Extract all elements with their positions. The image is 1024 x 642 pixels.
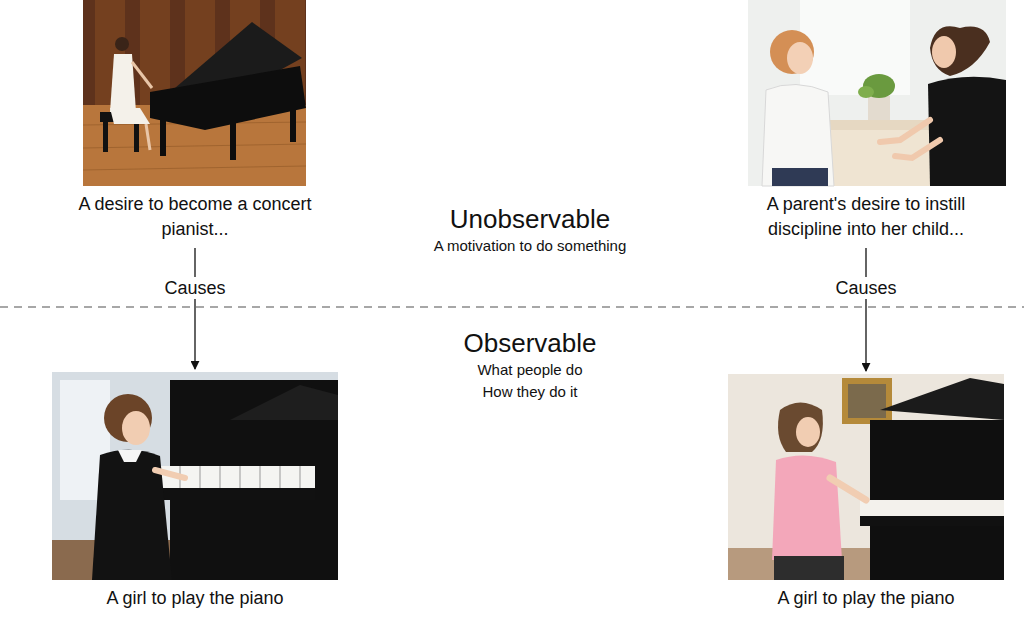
photo-caption: A girl to play the piano: [52, 586, 338, 611]
section-note: How they do it: [482, 382, 577, 401]
photo-panel: A desire to become a concert pianist...: [60, 0, 330, 242]
cause-arrow: [194, 248, 195, 369]
photo-panel: A parent's desire to instill discipline …: [736, 0, 996, 242]
section-note: What people do: [477, 360, 582, 379]
photo-caption: A girl to play the piano: [728, 586, 1004, 611]
section-note: A motivation to do something: [434, 236, 627, 255]
concert-photo: [83, 0, 306, 186]
parent-child-photo: [748, 0, 1006, 186]
photo-caption: A parent's desire to instill discipline …: [736, 192, 996, 242]
cause-arrow: [865, 248, 866, 371]
edge-label: Causes: [831, 277, 900, 299]
photo-panel: A girl to play the piano: [728, 374, 1004, 611]
edge-label: Causes: [160, 277, 229, 299]
section-heading: Observable: [464, 327, 597, 359]
girl-piano-photo: [728, 374, 1004, 580]
divider-line: [0, 306, 1024, 308]
girl-piano-photo: [52, 372, 338, 580]
section-heading: Unobservable: [450, 203, 610, 235]
photo-panel: A girl to play the piano: [52, 372, 338, 611]
photo-caption: A desire to become a concert pianist...: [60, 192, 330, 242]
